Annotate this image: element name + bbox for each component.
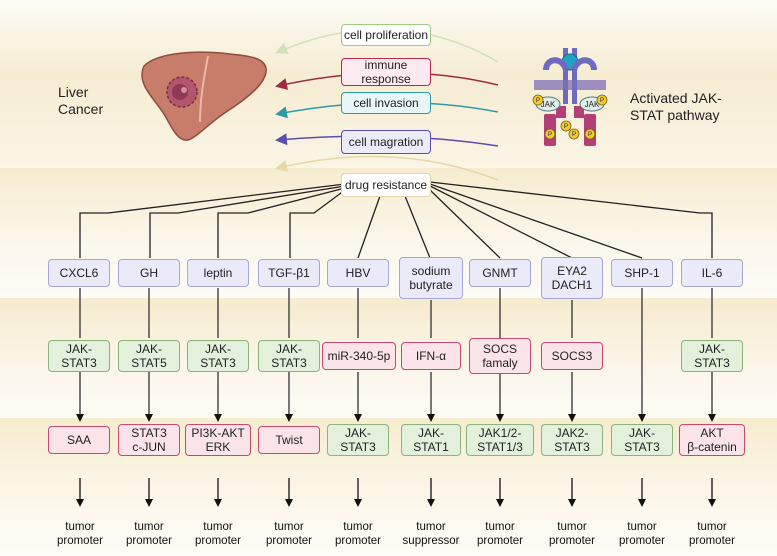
target-box: AKT β-catenin	[679, 424, 745, 456]
gene-box-sodium-butyrate: sodium butyrate	[399, 257, 463, 299]
target-box: JAK- STAT1	[401, 424, 461, 456]
pathway-box: miR-340-5p	[322, 342, 396, 370]
phospho-label: P	[536, 98, 540, 104]
phospho-label: P	[564, 124, 568, 130]
outcome-label: tumor promoter	[125, 521, 173, 547]
pathway-box: SOCS3	[541, 342, 603, 370]
receptor-illustration: JAK JAK P P P P P P	[532, 48, 608, 146]
gene-box-cxcl6: CXCL6	[48, 259, 110, 287]
pathway-box: SOCS famaly	[469, 338, 531, 374]
outcome-label: tumor promoter	[334, 521, 382, 547]
pathway-to-target-arrows	[76, 372, 716, 422]
effect-immune-response: immune response	[341, 58, 431, 86]
effect-cell-proliferation: cell proliferation	[341, 24, 431, 46]
jak-stat-pathway-label: Activated JAK- STAT pathway	[630, 90, 722, 123]
outcome-label: tumor promoter	[56, 521, 104, 547]
pathway-box: IFN-α	[401, 342, 461, 370]
phospho-label: P	[548, 132, 552, 138]
phospho-circles	[532, 94, 608, 140]
outcome-label: tumor promoter	[476, 521, 524, 547]
gene-box-gh: GH	[118, 259, 180, 287]
pathway-box: JAK- STAT5	[118, 340, 180, 372]
target-box: JAK1/2- STAT1/3	[466, 424, 534, 456]
phospho-label: P	[600, 98, 604, 104]
outcome-label: tumor suppressor	[402, 521, 460, 547]
target-box: JAK- STAT3	[611, 424, 673, 456]
effect-cell-migration: cell magration	[341, 130, 431, 154]
fan-lines	[79, 181, 713, 259]
gene-box-tgf-b1: TGF-β1	[258, 259, 320, 287]
target-box: JAK2- STAT3	[541, 424, 603, 456]
target-box: STAT3 c-JUN	[118, 424, 180, 456]
liver-cancer-label: Liver Cancer	[58, 84, 104, 117]
gene-box-hbv: HBV	[327, 259, 389, 287]
pathway-box: JAK- STAT3	[48, 340, 110, 372]
effect-cell-invasion: cell invasion	[341, 92, 431, 114]
target-box: PI3K-AKT ERK	[185, 424, 251, 456]
phospho-label: P	[572, 132, 576, 138]
outcome-label: tumor promoter	[618, 521, 666, 547]
arrow-drug-resistance	[275, 155, 499, 181]
gene-box-eya2-dach1: EYA2 DACH1	[541, 257, 603, 299]
target-box: Twist	[258, 426, 320, 454]
phospho-label: P	[588, 132, 592, 138]
gene-box-leptin: leptin	[187, 259, 249, 287]
gene-box-gnmt: GNMT	[469, 259, 531, 287]
liver-illustration	[141, 51, 267, 141]
outcome-label: tumor promoter	[548, 521, 596, 547]
effect-drug-resistance: drug resistance	[341, 173, 431, 197]
target-box: SAA	[48, 426, 110, 454]
jak-right-label: JAK	[585, 100, 600, 109]
gene-box-shp-1: SHP-1	[611, 259, 673, 287]
target-to-outcome-arrows	[76, 478, 716, 507]
pathway-box: JAK- STAT3	[258, 340, 320, 372]
outcome-label: tumor promoter	[194, 521, 242, 547]
gene-box-il-6: IL-6	[681, 259, 743, 287]
outcome-label: tumor promoter	[688, 521, 736, 547]
target-box: JAK- STAT3	[327, 424, 389, 456]
jak-left-label: JAK	[541, 100, 556, 109]
gene-to-pathway-arrows	[79, 288, 713, 422]
outcome-label: tumor promoter	[265, 521, 313, 547]
pathway-box: JAK- STAT3	[681, 340, 743, 372]
pathway-box: JAK- STAT3	[187, 340, 249, 372]
